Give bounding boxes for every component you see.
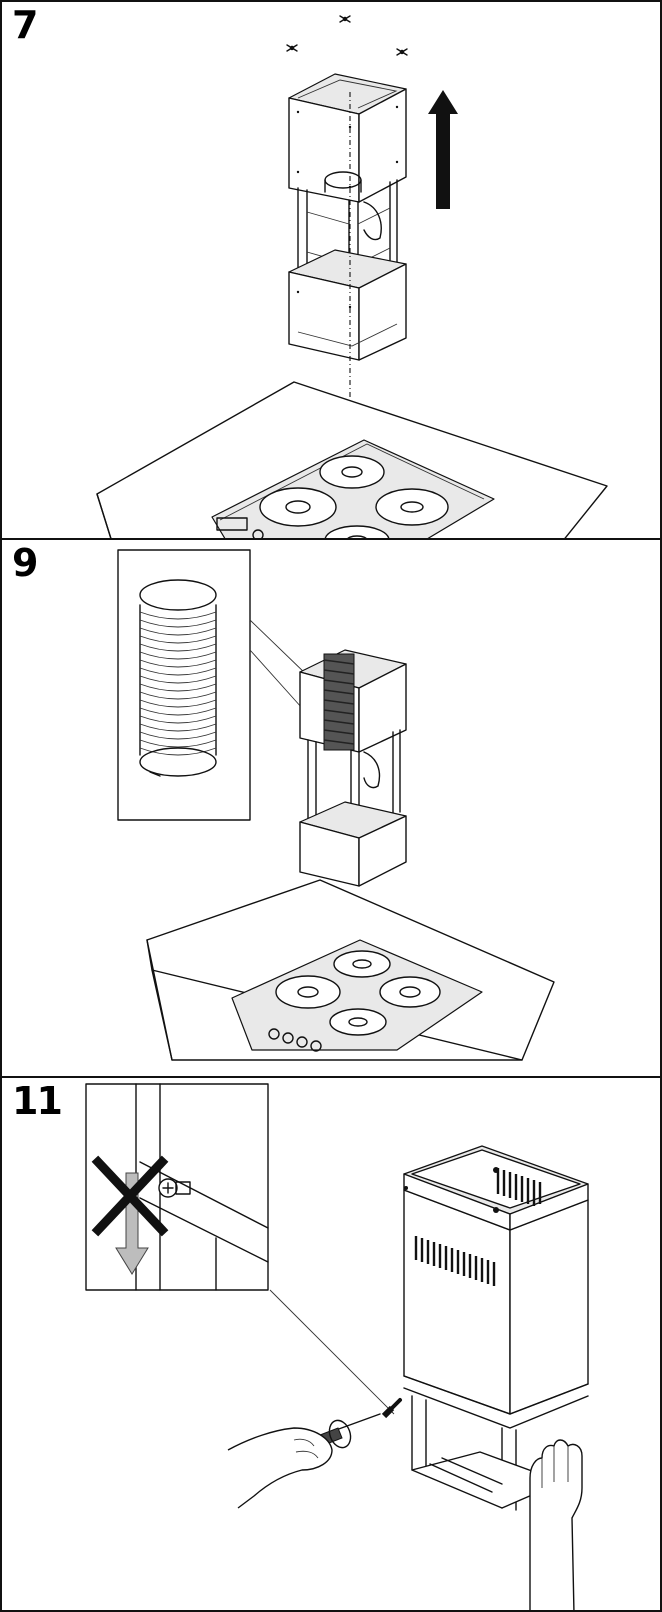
step-7-illustration xyxy=(96,15,608,538)
kitchen-worktop xyxy=(146,879,555,1061)
step-number: 11 xyxy=(12,1079,63,1123)
step-7-panel: 7 xyxy=(0,0,662,540)
step-number: 9 xyxy=(12,541,38,585)
chimney-frame-with-duct xyxy=(299,649,407,887)
hand-supporting-hood xyxy=(529,1439,583,1610)
callout-pointer-lines xyxy=(249,619,309,709)
detail-callout-box xyxy=(117,549,251,821)
screw-icon xyxy=(158,1178,191,1198)
chimney-frame xyxy=(288,73,407,361)
hood-casing xyxy=(403,1145,589,1511)
hob-burners xyxy=(216,455,449,538)
step-11-panel: 11 xyxy=(0,1076,662,1612)
flexible-duct xyxy=(139,579,217,777)
step-11-illustration xyxy=(85,1083,589,1610)
callout-pointer-line xyxy=(269,1289,395,1415)
detail-wrong-direction xyxy=(91,1083,269,1291)
detail-callout-box xyxy=(85,1083,269,1291)
step-9-illustration xyxy=(117,549,555,1061)
step-9-panel: 9 xyxy=(0,538,662,1078)
screw-icon xyxy=(381,1398,402,1419)
hand-holding-screwdriver xyxy=(227,1427,333,1509)
lift-up-arrow-icon xyxy=(428,90,458,209)
cross-icon xyxy=(91,1155,169,1237)
mounting-point-marks xyxy=(286,15,408,56)
step-number: 7 xyxy=(12,3,38,47)
